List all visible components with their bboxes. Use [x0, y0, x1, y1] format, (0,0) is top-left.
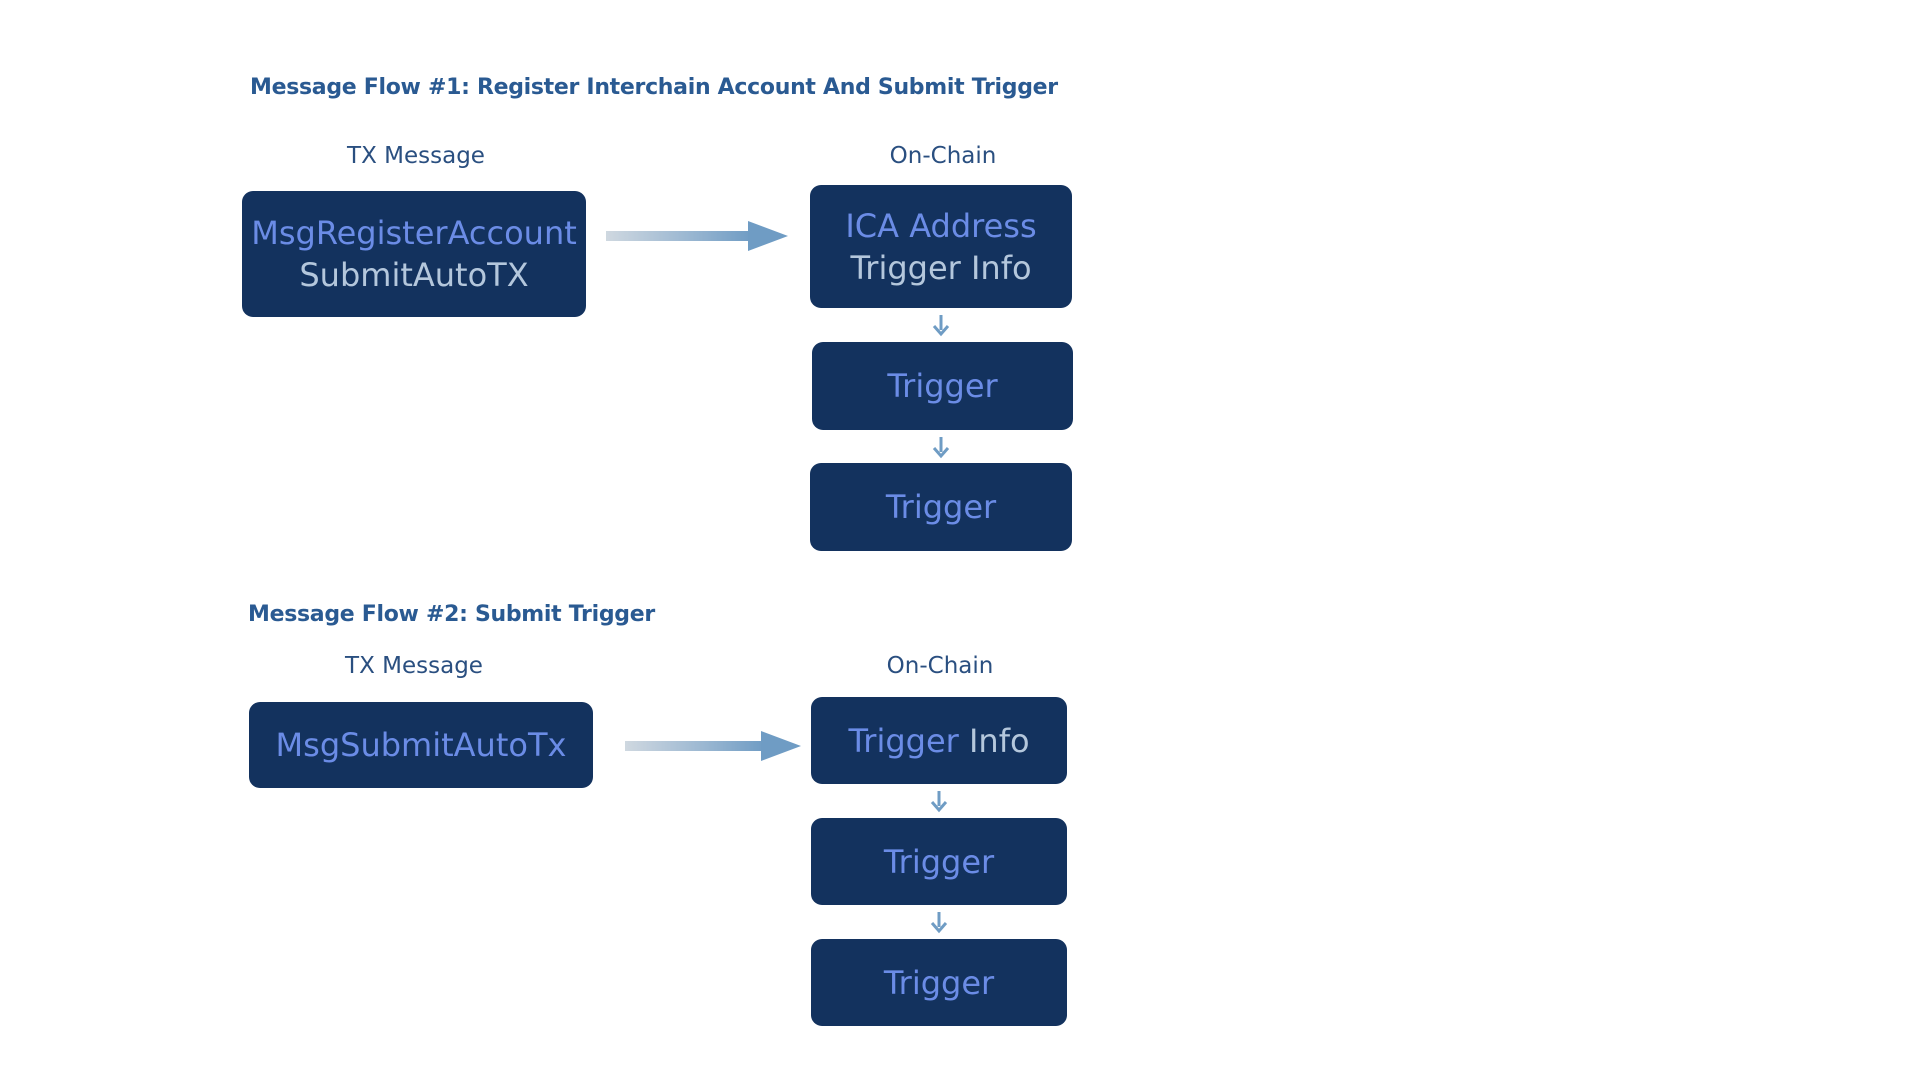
flow1-tx-box: MsgRegisterAccount SubmitAutoTX [242, 191, 586, 317]
flow2-chain-box-trigger-2-label: Trigger [883, 963, 995, 1002]
flow2-down-arrow-icon-1 [930, 791, 948, 813]
flow2-down-arrow-icon-2 [930, 912, 948, 934]
flow2-chain-label: On-Chain [886, 653, 994, 679]
flow2-chain-box-trigger-1: Trigger [811, 818, 1067, 905]
flow1-chain-label: On-Chain [889, 143, 997, 169]
flow2-chain-box-trigger-1-label: Trigger [883, 842, 995, 881]
flow1-tx-label: TX Message [347, 143, 485, 169]
flow1-chain-box-ica-info: Info [970, 248, 1032, 287]
flow2-tx-label: TX Message [345, 653, 483, 679]
flow2-tx-box-label: MsgSubmitAutoTx [275, 726, 567, 764]
flow2-chain-box-trigger-2: Trigger [811, 939, 1067, 1026]
flow1-right-arrow-icon [606, 221, 788, 251]
flow1-chain-box-ica-trigger: Trigger [850, 248, 961, 287]
flow2-chain-box-trigger-info: Trigger Info [811, 697, 1067, 784]
flow2-right-arrow-icon [625, 731, 801, 761]
flow1-down-arrow-icon-2 [932, 437, 950, 459]
flow2-title: Message Flow #2: Submit Trigger [248, 602, 655, 627]
flow2-chain-box-trigger-info-info: Info [968, 721, 1030, 760]
flow1-tx-box-line2: SubmitAutoTX [299, 256, 529, 294]
flow2-chain-box-trigger-info-trigger: Trigger [848, 721, 959, 760]
flow1-title: Message Flow #1: Register Interchain Acc… [250, 75, 1058, 100]
flow1-chain-box-trigger-1-label: Trigger [887, 367, 998, 405]
flow2-tx-box: MsgSubmitAutoTx [249, 702, 593, 788]
flow1-chain-box-trigger-2-label: Trigger [885, 488, 997, 526]
flow1-tx-box-line1: MsgRegisterAccount [251, 214, 577, 252]
flow1-chain-box-trigger-1: Trigger [812, 342, 1073, 430]
flow1-down-arrow-icon-1 [932, 315, 950, 337]
flow1-chain-box-trigger-2: Trigger [810, 463, 1072, 551]
flow1-chain-box-ica: ICA Address Trigger Info [810, 185, 1072, 308]
flow1-chain-box-ica-line1: ICA Address [845, 206, 1037, 245]
